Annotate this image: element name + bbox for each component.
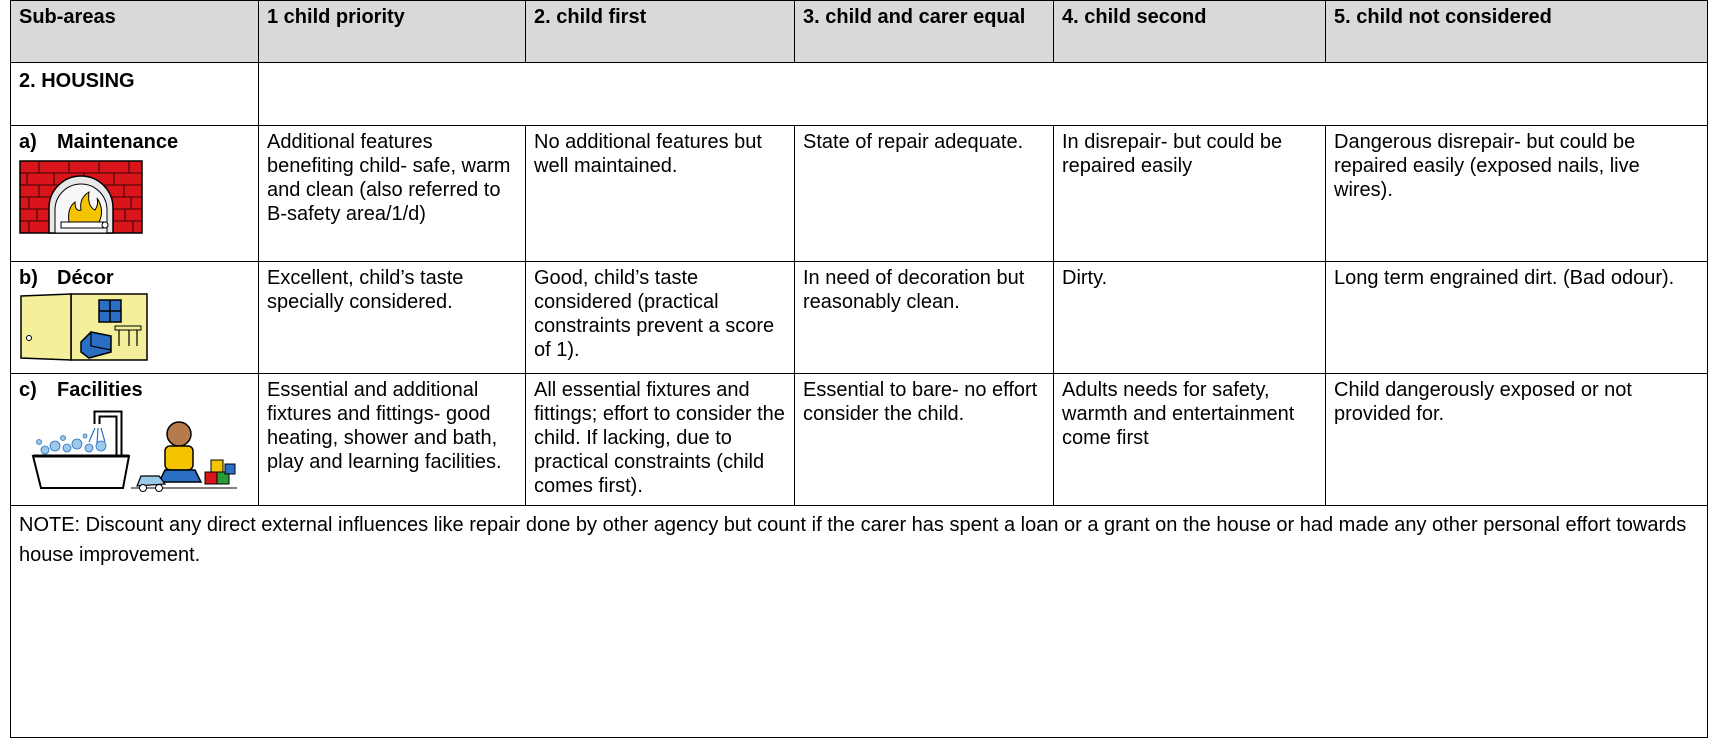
decor-score-2: Good, child’s taste considered (practica… xyxy=(525,261,795,374)
section-blank-cell xyxy=(258,62,1708,126)
maintenance-score-1: Additional features benefiting child- sa… xyxy=(258,125,526,262)
section-row: 2. HOUSING xyxy=(10,62,1708,126)
header-cell-child-first: 2. child first xyxy=(525,0,795,63)
sub-area-name: Maintenance xyxy=(57,131,179,153)
fireplace-icon xyxy=(19,160,143,234)
facilities-score-1: Essential and additional fixtures and fi… xyxy=(258,373,526,506)
decor-score-5: Long term engrained dirt. (Bad odour). xyxy=(1325,261,1708,374)
note-text: NOTE: Discount any direct external influ… xyxy=(10,505,1708,738)
header-cell-child-priority: 1 child priority xyxy=(258,0,526,63)
table-row-maintenance: a) Maintenance xyxy=(10,125,1708,262)
header-cell-child-second: 4. child second xyxy=(1053,0,1326,63)
decor-score-1: Excellent, child’s taste specially consi… xyxy=(258,261,526,374)
maintenance-score-5: Dangerous disrepair- but could be repair… xyxy=(1325,125,1708,262)
sub-area-title: b) Décor xyxy=(19,266,250,290)
header-cell-child-not-considered: 5. child not considered xyxy=(1325,0,1708,63)
section-title: 2. HOUSING xyxy=(10,62,259,126)
maintenance-score-4: In disrepair- but could be repaired easi… xyxy=(1053,125,1326,262)
sub-area-index: a) xyxy=(19,131,37,153)
sub-area-name: Facilities xyxy=(57,379,143,401)
table-row-decor: b)Décor Excellent, child’s t xyxy=(10,261,1708,374)
sub-area-name: Décor xyxy=(57,267,114,289)
header-cell-child-and-carer-equal: 3. child and carer equal xyxy=(794,0,1054,63)
decorated-room-icon xyxy=(20,293,148,361)
facilities-score-4: Adults needs for safety, warmth and ente… xyxy=(1053,373,1326,506)
sub-area-title: c) Facilities xyxy=(19,378,250,402)
housing-assessment-table: Sub-areas 1 child priority 2. child firs… xyxy=(10,0,1708,738)
sub-area-cell-decor: b) Décor xyxy=(10,261,259,374)
sub-area-title: a) Maintenance xyxy=(19,130,250,154)
maintenance-score-3: State of repair adequate. xyxy=(794,125,1054,262)
bath-and-child-playing-icon xyxy=(31,410,237,492)
sub-area-cell-maintenance: a) Maintenance xyxy=(10,125,259,262)
maintenance-score-2: No additional features but well maintain… xyxy=(525,125,795,262)
decor-score-4: Dirty. xyxy=(1053,261,1326,374)
table-row-facilities: c) Facilities xyxy=(10,373,1708,506)
facilities-score-3: Essential to bare- no effort consider th… xyxy=(794,373,1054,506)
header-cell-sub-areas: Sub-areas xyxy=(10,0,259,63)
facilities-score-5: Child dangerously exposed or not provide… xyxy=(1325,373,1708,506)
sub-area-cell-facilities: c) Facilities xyxy=(10,373,259,506)
facilities-score-2: All essential fixtures and fittings; eff… xyxy=(525,373,795,506)
sub-area-index: b) xyxy=(19,267,38,289)
header-row: Sub-areas 1 child priority 2. child firs… xyxy=(10,0,1708,63)
decor-score-3: In need of decoration but reasonably cle… xyxy=(794,261,1054,374)
sub-area-index: c) xyxy=(19,379,37,401)
note-row: NOTE: Discount any direct external influ… xyxy=(10,505,1708,738)
